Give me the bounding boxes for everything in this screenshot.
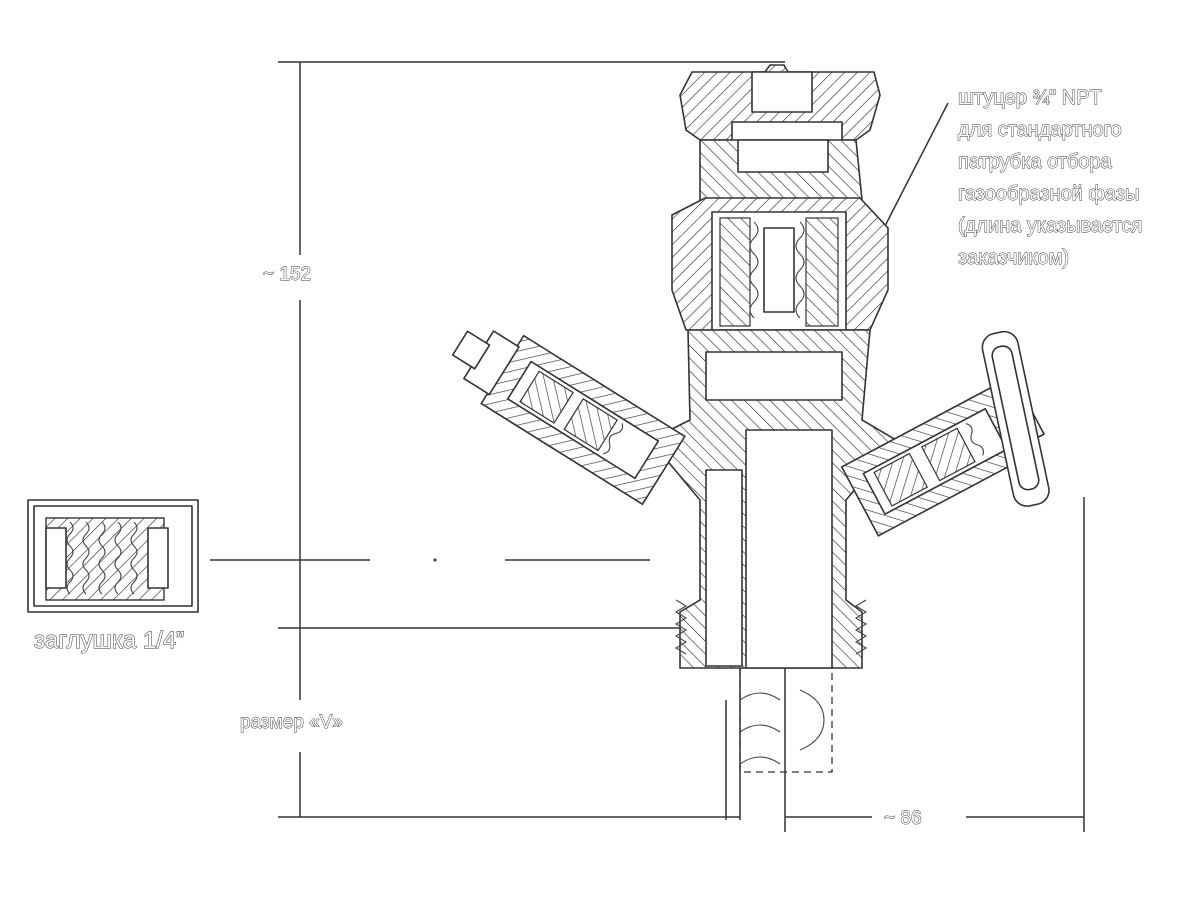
callout-line-3: патрубка отбора	[958, 151, 1113, 173]
callout-line-1: штуцер ¾" NPT	[958, 87, 1102, 109]
plug-inset	[27, 499, 199, 613]
callout-line-5: (длина указывается	[958, 215, 1142, 237]
right-valve-handle	[981, 330, 1050, 507]
callout-text: штуцер ¾" NPT для стандартного патрубка …	[958, 87, 1143, 270]
callout-line-2: для стандартного	[958, 119, 1122, 141]
plug-label: заглушка 1/4”	[34, 627, 184, 654]
valve-body	[648, 64, 898, 820]
callout-line-6: заказчиком)	[958, 247, 1069, 269]
left-valve	[451, 330, 686, 506]
width-dimension-label: ~ 86	[884, 808, 922, 829]
height-dimension-label: ~ 152	[263, 264, 311, 285]
callout-line-4: газообразной фазы	[958, 183, 1139, 205]
size-v-label: размер «V»	[240, 712, 343, 733]
